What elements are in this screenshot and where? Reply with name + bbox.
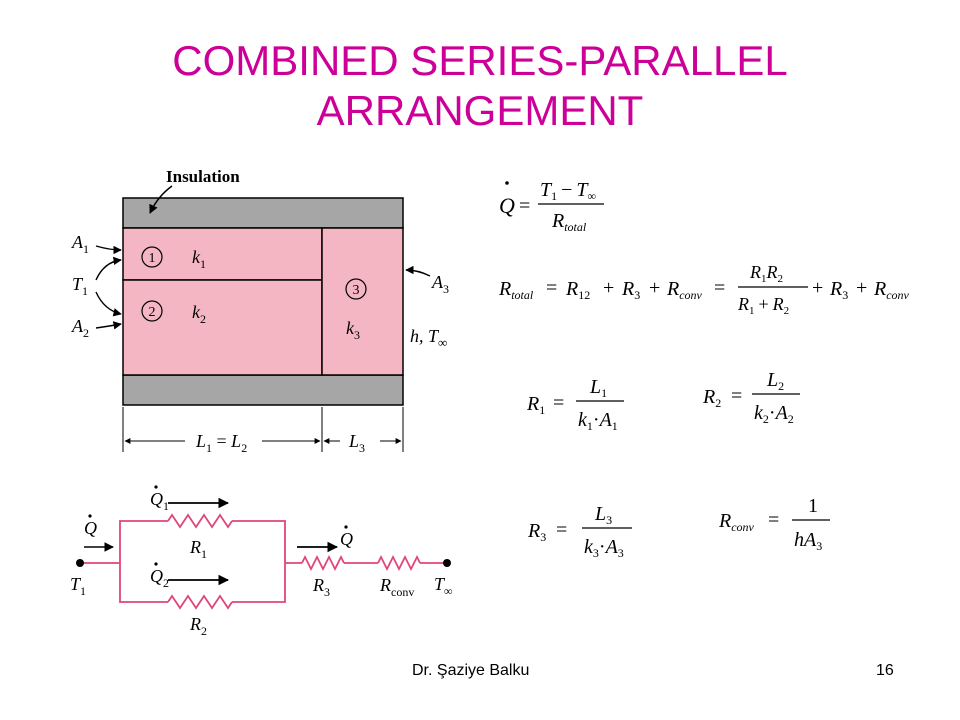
wire-upper	[119, 520, 168, 563]
svg-text:R3: R3	[829, 278, 848, 302]
svg-text:Rtotal: Rtotal	[498, 278, 534, 302]
arrow-A3	[405, 265, 431, 277]
svg-text:=: =	[546, 277, 557, 299]
svg-text:k1·A1: k1·A1	[578, 409, 618, 433]
layer-2	[122, 279, 323, 376]
svg-text:T1−T∞: T1−T∞	[540, 179, 596, 203]
circuit-Tinf: T∞	[434, 574, 453, 598]
arrow-A1	[95, 245, 122, 255]
layer-3-circle	[345, 278, 367, 300]
eq-Rconv: Rconv = 1 hA3	[718, 495, 830, 553]
title-line-1: COMBINED SERIES-PARALLEL	[172, 37, 788, 84]
circuit-R3: R3	[312, 575, 330, 599]
circuit-Q-out: Q	[340, 529, 353, 549]
svg-text:R3: R3	[527, 520, 546, 544]
circuit-Q1: Q1	[150, 489, 169, 513]
svg-text:L2: L2	[766, 369, 784, 393]
svg-text:+: +	[649, 277, 660, 299]
svg-text:k2·A2: k2·A2	[754, 402, 794, 426]
svg-text:Q: Q	[499, 193, 515, 218]
svg-text:=: =	[714, 277, 725, 299]
insulation-bottom	[122, 374, 404, 406]
svg-text:=: =	[768, 509, 779, 531]
dot-Q2	[154, 562, 158, 566]
svg-text:hA3: hA3	[794, 529, 822, 553]
svg-text:+: +	[856, 277, 867, 299]
svg-text:=: =	[553, 392, 564, 414]
wire-lower	[119, 563, 168, 603]
thermal-circuit	[82, 513, 445, 610]
L3-label: L3	[348, 431, 365, 455]
svg-text:Rconv: Rconv	[666, 278, 703, 302]
resistor-R1	[167, 513, 233, 529]
layer-2-circle	[141, 300, 163, 322]
eq-heat-rate: Q = T1−T∞ Rtotal	[499, 179, 604, 234]
circuit-R1: R1	[189, 537, 207, 561]
page-number: 16	[876, 662, 894, 679]
circuit-Q2: Q2	[150, 566, 169, 590]
A2-label: A2	[71, 316, 89, 340]
layer-3-number: 3	[353, 283, 360, 298]
dot-Q1	[154, 485, 158, 489]
resistor-R2	[167, 594, 233, 610]
wire-lower-right	[232, 563, 286, 603]
node-Tinf	[443, 559, 451, 567]
h-T-inf-label: h, T∞	[410, 326, 447, 350]
k2-label: k2	[192, 302, 206, 326]
svg-text:R1: R1	[526, 393, 545, 417]
layer-2-number: 2	[149, 305, 156, 320]
dot-Q-out	[344, 525, 348, 529]
circuit-Rconv: Rconv	[379, 575, 414, 599]
resistor-Rconv	[377, 554, 421, 572]
svg-text:R2: R2	[702, 386, 721, 410]
A3-label: A3	[431, 272, 449, 296]
svg-text:L1: L1	[589, 376, 607, 400]
arrow-T1-down	[95, 291, 122, 317]
T1-label: T1	[72, 274, 88, 298]
svg-text:R1+R2: R1+R2	[737, 294, 789, 317]
svg-text:=: =	[519, 195, 530, 217]
circuit-T1: T1	[70, 574, 86, 598]
eq-R3: R3 = L3 k3·A3	[527, 503, 632, 560]
wire-upper-right	[232, 520, 286, 563]
svg-text:+: +	[812, 277, 823, 299]
arrow-A2	[95, 321, 122, 330]
arrow-T1-up	[95, 256, 122, 281]
author-footer: Dr. Şaziye Balku	[412, 662, 530, 679]
insulation-label: Insulation	[166, 167, 240, 186]
node-T1	[76, 559, 84, 567]
svg-text:=: =	[556, 519, 567, 541]
eq-R2: R2 = L2 k2·A2	[702, 369, 800, 426]
k3-label: k3	[346, 318, 360, 342]
insulation-arrow	[149, 185, 173, 214]
eq-total-resistance: Rtotal = R12 + R3 + Rconv = R1R2 R1+R2 +…	[498, 262, 910, 317]
layer-3	[321, 227, 404, 376]
k1-label: k1	[192, 247, 206, 271]
svg-text:R3: R3	[621, 278, 640, 302]
svg-text:Rtotal: Rtotal	[551, 210, 587, 234]
L1-equals-L2: L1 = L2	[195, 431, 247, 455]
A1-label: A1	[71, 232, 89, 256]
svg-text:=: =	[731, 385, 742, 407]
svg-text:+: +	[603, 277, 614, 299]
svg-text:R12: R12	[565, 278, 590, 302]
resistor-R3	[301, 554, 345, 572]
title-line-2: ARRANGEMENT	[316, 87, 644, 134]
slide-title: COMBINED SERIES-PARALLEL ARRANGEMENT	[0, 36, 960, 136]
layer-1-circle	[141, 246, 163, 268]
eq-R1: R1 = L1 k1·A1	[526, 376, 624, 433]
svg-text:Rconv: Rconv	[873, 278, 910, 302]
circuit-Q-in: Q	[84, 518, 97, 538]
svg-text:L3: L3	[594, 503, 612, 527]
circuit-R2: R2	[189, 614, 207, 638]
dot-Q	[505, 181, 509, 185]
svg-text:k3·A3: k3·A3	[584, 536, 624, 560]
svg-text:1: 1	[808, 495, 818, 517]
svg-text:R1R2: R1R2	[749, 262, 783, 285]
layer-1-number: 1	[149, 251, 156, 266]
dot-Q-in	[88, 514, 92, 518]
svg-text:Rconv: Rconv	[718, 510, 755, 534]
